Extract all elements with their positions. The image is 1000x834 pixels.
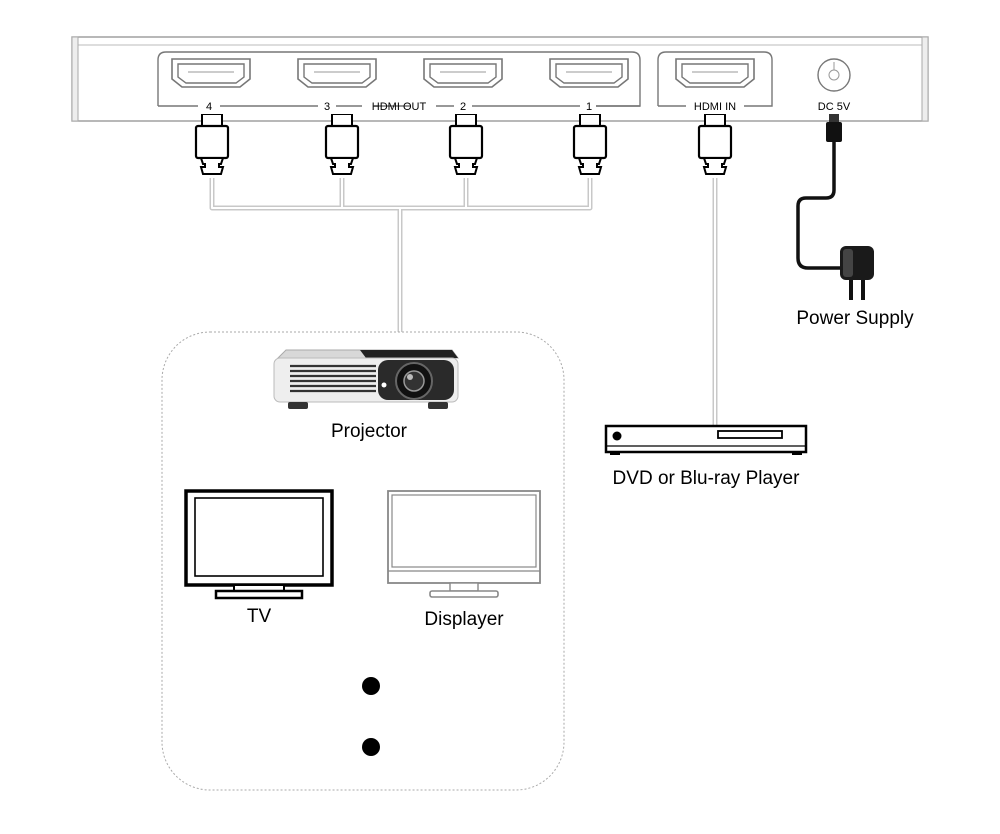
tv-icon: [184, 489, 334, 600]
more-devices-dot: [362, 677, 380, 695]
power-cable: [796, 140, 842, 270]
displayer-label: Displayer: [424, 609, 504, 630]
dvd-player-icon: [604, 424, 808, 455]
dvd-player-label: DVD or Blu-ray Player: [613, 468, 801, 489]
port-label-3: 3: [324, 101, 330, 113]
dc-5v-label: DC 5V: [818, 101, 851, 113]
projector-icon: [273, 349, 459, 409]
dc-jack: [817, 58, 851, 92]
hdmi-plug-in: [697, 114, 733, 176]
displayer-icon: [387, 490, 541, 598]
port-label-4: 4: [206, 101, 212, 113]
hdmi-out-label: HDMI OUT: [372, 101, 427, 113]
more-devices-dot: [362, 738, 380, 756]
output-cables-core: [211, 178, 591, 332]
dc-plug: [826, 114, 842, 142]
port-label-1: 1: [586, 101, 592, 113]
power-supply-label: Power Supply: [796, 308, 914, 329]
port-label-2: 2: [460, 101, 466, 113]
projector-label: Projector: [331, 421, 408, 442]
hdmi-splitter: 4 3 HDMI OUT 2 1 HDMI IN DC 5V: [71, 36, 929, 122]
display-devices-group: [161, 331, 565, 791]
tv-label: TV: [247, 606, 272, 627]
hdmi-plug-out-2: [448, 114, 484, 176]
hdmi-in-label: HDMI IN: [694, 101, 736, 113]
hdmi-plug-out-1: [572, 114, 608, 176]
hdmi-out-panel: [157, 51, 641, 107]
power-supply-icon: [840, 246, 874, 300]
hdmi-plug-out-3: [324, 114, 360, 176]
hdmi-plug-out-4: [194, 114, 230, 176]
hdmi-in-panel: [657, 51, 773, 107]
